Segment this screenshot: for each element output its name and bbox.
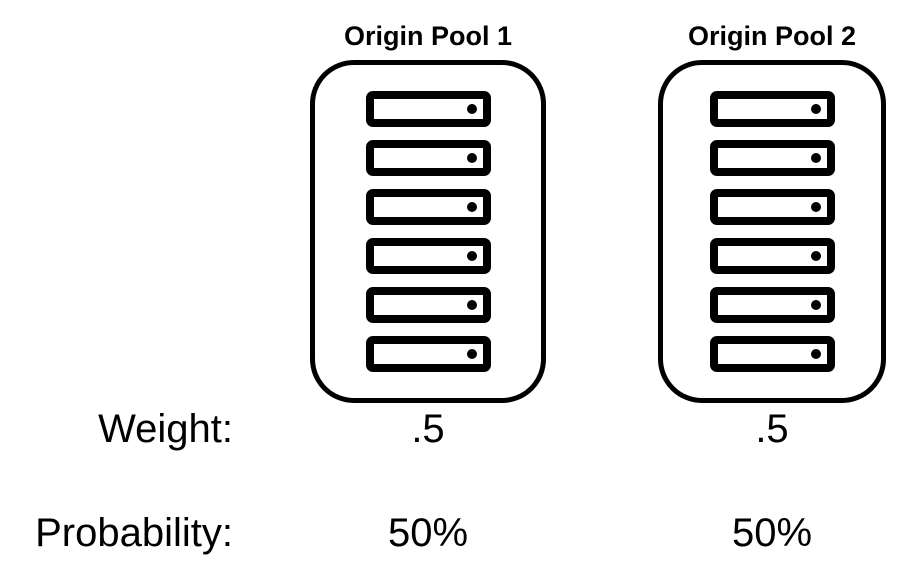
server-icon xyxy=(365,189,491,225)
server-led-dot xyxy=(466,251,477,261)
pool-1-weight-value: .5 xyxy=(411,407,445,451)
server-icon xyxy=(365,287,491,323)
server-led-dot xyxy=(810,349,821,359)
pool-2-probability-value: 50% xyxy=(731,511,813,555)
pool-1-probability-value: 50% xyxy=(387,511,469,555)
server-icon xyxy=(709,140,835,176)
server-icon xyxy=(709,189,835,225)
server-icon xyxy=(709,238,835,274)
pool-2-title: Origin Pool 2 xyxy=(687,21,856,51)
server-led-dot xyxy=(810,104,821,114)
server-icon xyxy=(709,336,835,372)
server-led-dot xyxy=(810,202,821,212)
server-led-dot xyxy=(810,251,821,261)
server-icon xyxy=(709,287,835,323)
server-led-dot xyxy=(466,300,477,310)
pool-1-box xyxy=(310,60,546,403)
server-led-dot xyxy=(810,153,821,163)
server-icon xyxy=(709,91,835,127)
server-led-dot xyxy=(810,300,821,310)
weight-row-label: Weight: xyxy=(98,407,233,451)
server-icon xyxy=(365,238,491,274)
server-led-dot xyxy=(466,349,477,359)
server-icon xyxy=(365,336,491,372)
server-led-dot xyxy=(466,104,477,114)
pool-2-box xyxy=(658,60,886,403)
server-icon xyxy=(365,140,491,176)
pool-1-title: Origin Pool 1 xyxy=(343,21,512,51)
server-led-dot xyxy=(466,153,477,163)
probability-row-label: Probability: xyxy=(35,511,233,555)
pool-2-weight-value: .5 xyxy=(755,407,789,451)
server-led-dot xyxy=(466,202,477,212)
server-icon xyxy=(365,91,491,127)
